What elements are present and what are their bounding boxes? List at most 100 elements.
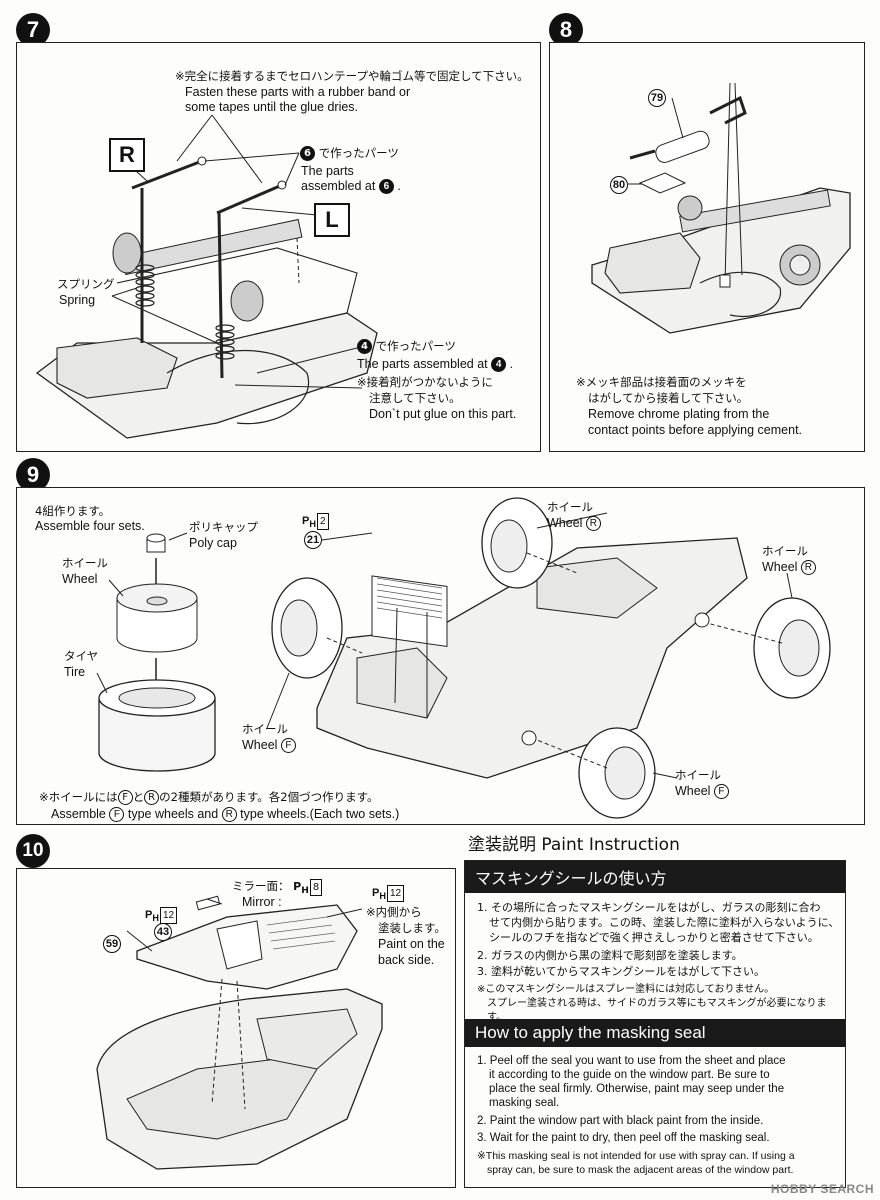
step-7-glue-jp-1: ※接着剤がつかないように (357, 375, 493, 389)
note-jp-a: ※ホイールには (39, 790, 118, 804)
part-43-callout: 43 (154, 923, 172, 941)
step-7-number: 7 (16, 13, 50, 47)
ph-prefix: P (302, 515, 310, 527)
paint-en-2: 2. Paint the window part with black pain… (477, 1115, 764, 1127)
paint-jp-3: 3. 塗料が乾いてからマスキングシールをはがして下さい。 (477, 965, 765, 978)
parts4-en-text: The parts assembled at (357, 357, 488, 371)
ph-8-num: 8 (309, 879, 323, 896)
note-jp-f-badge: F (117, 790, 133, 805)
note-en-f-badge: F (109, 807, 125, 823)
step-7-glue-jp-2: 注意して下さい。 (369, 391, 461, 405)
step-9-panel: 4組作ります。 Assemble four sets. ポリキャップ Poly … (16, 487, 865, 825)
step-7-parts6-en-2: assembled at 6 . (301, 179, 401, 195)
step-7-note-jp: ※完全に接着するまでセロハンテープや輪ゴム等で固定して下さい。 (175, 69, 529, 83)
mirror-en: Mirror : (242, 895, 282, 909)
watermark: HOBBY SEARCH (770, 1182, 874, 1196)
wheel-f-bottom-jp: ホイール (675, 768, 721, 782)
part-79-callout: 79 (648, 89, 666, 107)
wheel-r-top-jp: ホイール (547, 500, 593, 514)
wheel-f-left-badge: F (280, 738, 296, 754)
paint-panel: マスキングシールの使い方 1. その場所に合ったマスキングシールをはがし、ガラス… (464, 860, 846, 1188)
wheel-r-top-en: Wheel R (547, 516, 601, 532)
paint-jp-1a: 1. その場所に合ったマスキングシールをはがし、ガラスの彫刻に合わ (477, 901, 821, 914)
paint-en-note-1: ※This masking seal is not intended for u… (477, 1150, 795, 1162)
part-59-callout: 59 (103, 935, 121, 953)
note-jp-b: と (132, 790, 145, 804)
step-7-illustration (35, 114, 378, 439)
part-21-callout: 21 (304, 531, 322, 549)
paint-jp-2: 2. ガラスの内側から黒の塗料で彫刻部を塗装します。 (477, 949, 743, 962)
wheel-r-right-en-text: Wheel (762, 560, 798, 574)
paint-en-note-2: spray can, be sure to mask the adjacent … (487, 1164, 794, 1176)
parts4-jp-text: で作ったパーツ (375, 339, 456, 353)
tire-jp: タイヤ (64, 649, 99, 663)
paint-jp-note-1: ※このマスキングシールはスプレー塗料には対応しておりません。 (477, 984, 775, 995)
step-4-ref-icon-2: 4 (491, 357, 507, 373)
wheel-r-top-badge: R (585, 516, 601, 532)
polycap-jp: ポリキャップ (189, 520, 258, 534)
wheel-f-left-jp: ホイール (242, 722, 288, 736)
step-7-parts4-en: The parts assembled at 4 . (357, 357, 514, 373)
paint-en-1b: it according to the guide on the window … (489, 1069, 770, 1081)
step-10-illustration (96, 895, 383, 1170)
note-en-a: Assemble (51, 807, 106, 821)
note-en-c: type wheels.(Each two sets.) (240, 807, 400, 821)
parts6-en-end: . (397, 179, 401, 193)
step-7-note-en-2: some tapes until the glue dries. (185, 100, 359, 114)
polycap-en: Poly cap (189, 536, 237, 550)
paint-jp-1b: せて内側から貼ります。この時、塗装した際に塗料が入らないように、 (489, 916, 840, 929)
inside-jp-1: ※内側から (366, 905, 422, 919)
step-8-note-jp-1: ※メッキ部品は接着面のメッキを (576, 375, 747, 389)
paint-jp-note-2: スプレー塗装される時は、サイドのガラス等にもマスキングが必要になります。 (487, 998, 827, 1023)
wheel-en: Wheel (62, 572, 98, 586)
wheel-f-left-en-text: Wheel (242, 738, 278, 752)
banner-en: How to apply the masking seal (465, 1019, 845, 1047)
wheel-f-left-en: Wheel F (242, 738, 296, 754)
ph-sub: H (309, 519, 316, 530)
wheel-f-bottom-en: Wheel F (675, 784, 729, 800)
tire-en: Tire (64, 665, 86, 679)
step-7-parts4-jp: 4 で作ったパーツ (357, 339, 456, 354)
note-en-r-badge: R (221, 807, 237, 823)
wheel-r-right-en: Wheel R (762, 560, 816, 576)
step-8-illustration (591, 82, 851, 334)
step-7-note-en-1: Fasten these parts with a rubber band or (185, 85, 411, 99)
spring-jp: スプリング (57, 277, 115, 291)
step-8-note-en-2: contact points before applying cement. (588, 423, 803, 437)
note-en-b: type wheels and (127, 807, 219, 821)
step-8-number: 8 (549, 13, 583, 47)
step-7-glue-en: Don`t put glue on this part. (369, 407, 517, 421)
ph-num: 2 (316, 513, 329, 530)
step-9-note-en: Assemble F type wheels and R type wheels… (51, 807, 400, 823)
step-10-number: 10 (16, 834, 50, 868)
wheel-r-right-badge: R (800, 560, 816, 576)
paint-en-1d: masking seal. (489, 1097, 560, 1109)
step-9-sets-en: Assemble four sets. (35, 519, 145, 533)
wheel-f-bottom-en-text: Wheel (675, 784, 711, 798)
parts6-en-text: assembled at (301, 179, 376, 193)
wheel-r-top-en-text: Wheel (547, 516, 583, 530)
label-r: R (109, 138, 145, 172)
paint-en-1a: 1. Peel off the seal you want to use fro… (477, 1055, 786, 1067)
paint-heading: 塗装説明 Paint Instruction (468, 835, 680, 855)
note-jp-r-badge: R (144, 790, 160, 805)
step-6-ref-icon-2: 6 (378, 179, 394, 195)
step-7-panel: ※完全に接着するまでセロハンテープや輪ゴム等で固定して下さい。 Fasten t… (16, 42, 541, 452)
step-4-ref-icon: 4 (357, 339, 372, 354)
step-6-ref-icon: 6 (300, 146, 315, 161)
wheel-jp: ホイール (62, 556, 108, 570)
step-8-note-en-1: Remove chrome plating from the (588, 407, 770, 421)
label-l: L (314, 203, 350, 237)
spring-en: Spring (59, 293, 96, 307)
note-jp-c: の2種類があります。各2個づつ作ります。 (159, 790, 379, 804)
parts4-en-end: . (509, 357, 514, 371)
step-9-number: 9 (16, 458, 50, 492)
inside-jp-2: 塗装します。 (378, 921, 446, 935)
mirror-jp: ミラー面： (232, 879, 290, 893)
